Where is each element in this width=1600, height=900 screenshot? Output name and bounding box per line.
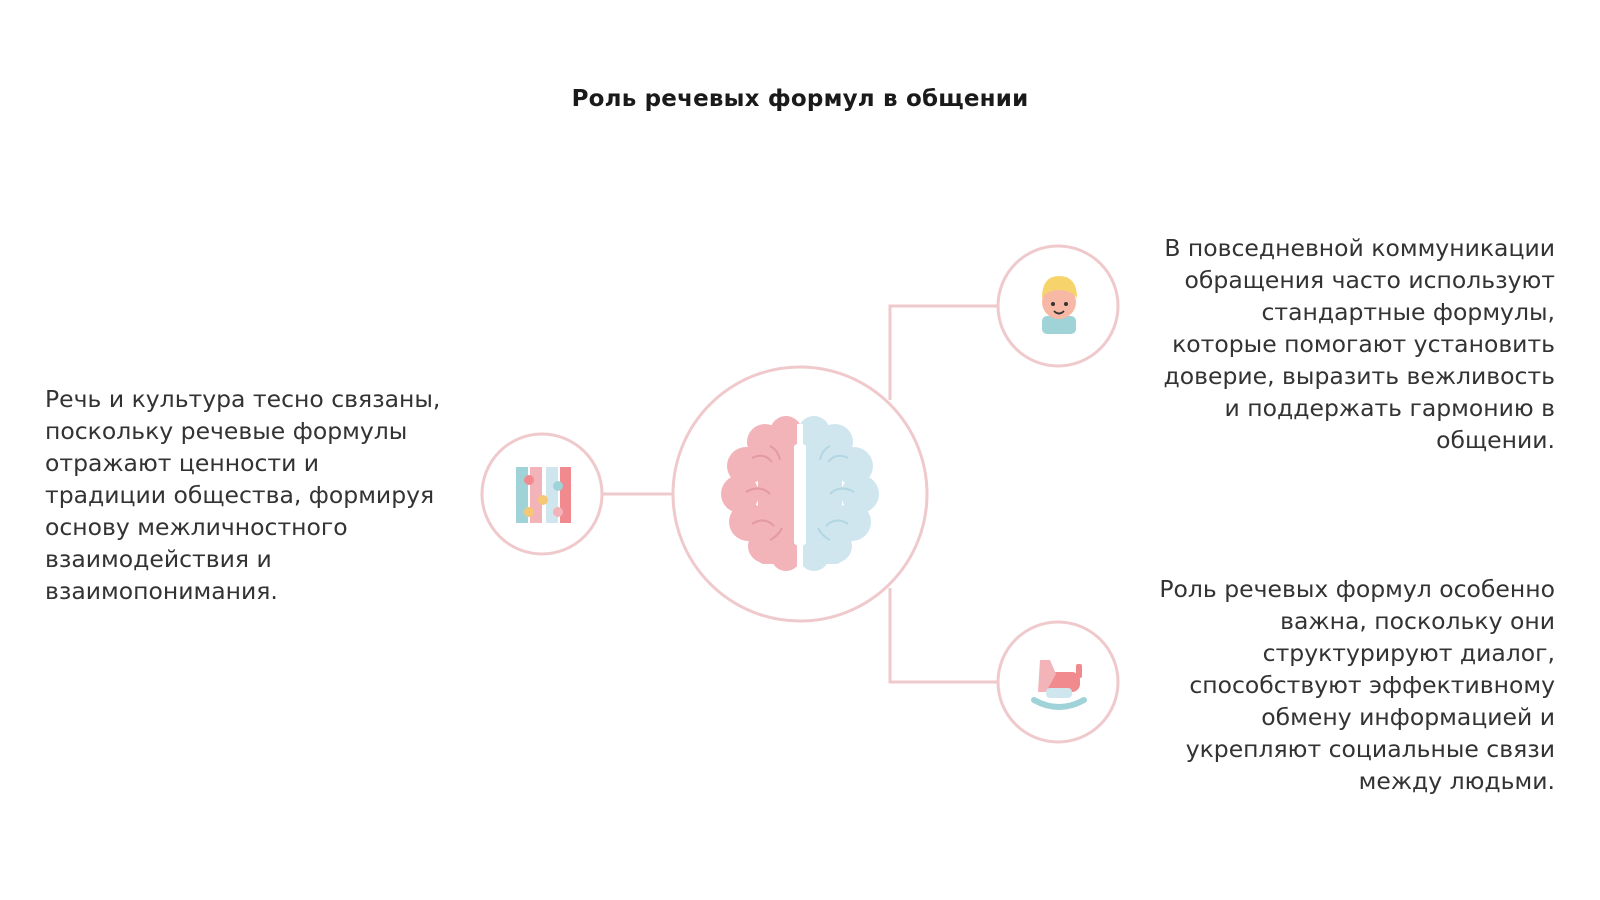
right-bottom-description: Роль речевых формул особенно важна, поск… [1159,575,1555,795]
rocking-horse-icon [1031,660,1087,710]
left-node [480,432,604,556]
page-title: Роль речевых формул в общении [571,86,1029,112]
child-face-icon [1042,276,1077,334]
center-node [671,365,929,623]
left-description: Речь и культура тесно связаны, поскольку… [45,385,441,605]
connector-right-bottom [888,588,998,684]
right-top-description: В повседневной коммуникации обращения ча… [1163,234,1555,454]
right-bottom-node [996,620,1120,744]
connector-lines [602,304,998,684]
right-top-node [996,244,1120,368]
connector-right-top [888,304,998,400]
brain-icon [721,416,879,571]
puzzle-icon [516,467,571,523]
